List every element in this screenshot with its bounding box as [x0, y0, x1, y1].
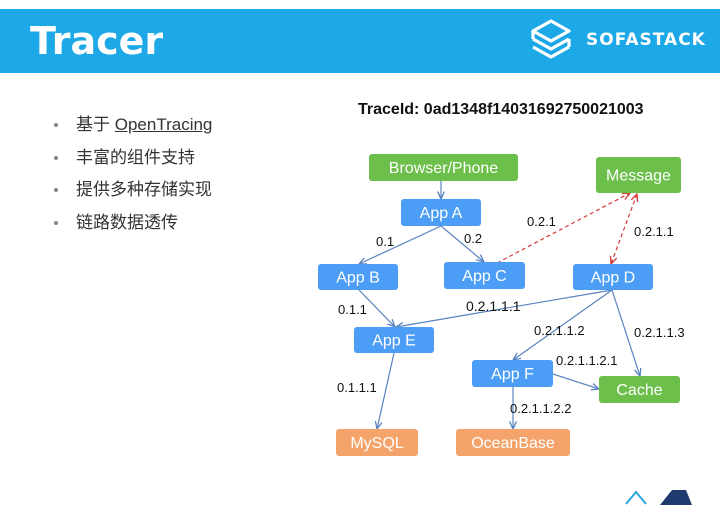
node-label-appF: App F	[491, 366, 534, 383]
edge-label-appD-cache: 0.2.1.1.3	[634, 325, 685, 340]
feature-text: 基于	[76, 115, 115, 134]
opentracing-link[interactable]: OpenTracing	[114, 115, 213, 134]
node-label-appA: App A	[420, 205, 463, 222]
node-label-oceanbase: OceanBase	[471, 435, 555, 452]
edge-appD-cache	[611, 289, 640, 376]
node-box-appF	[472, 360, 553, 387]
top-strip	[0, 0, 720, 9]
node-appA: App A	[401, 199, 481, 226]
node-box-cache	[599, 376, 680, 403]
edge-label-appA-appC: 0.2	[464, 231, 482, 246]
node-appB: App B	[318, 264, 398, 290]
feature-list: 基于 OpenTracing 丰富的组件支持 提供多种存储实现 链路数据透传	[52, 112, 212, 242]
node-label-cache: Cache	[616, 382, 662, 399]
node-cache: Cache	[599, 376, 680, 403]
edge-label-message-appD: 0.2.1.1	[634, 224, 674, 239]
node-box-message	[596, 157, 681, 193]
page-title: Tracer	[30, 19, 164, 63]
edge-label-appD-appE: 0.2.1.1.1	[466, 298, 521, 314]
node-box-appA	[401, 199, 481, 226]
node-label-message: Message	[606, 168, 671, 185]
node-label-appC: App C	[462, 268, 506, 285]
sofastack-logo: SOFASTACK	[526, 17, 716, 67]
node-mysql: MySQL	[336, 429, 418, 456]
logo-text: SOFASTACK	[586, 30, 706, 50]
node-box-appC	[444, 262, 525, 289]
node-label-browser: Browser/Phone	[389, 160, 498, 177]
node-message: Message	[596, 157, 681, 193]
edge-label-appC-message: 0.2.1	[527, 214, 556, 229]
edge-appC-message	[496, 193, 630, 264]
node-oceanbase: OceanBase	[456, 429, 570, 456]
node-box-appB	[318, 264, 398, 290]
edge-appB-appE	[358, 289, 395, 327]
feature-text: 丰富的组件支持	[76, 147, 195, 167]
edge-label-appA-appB: 0.1	[376, 234, 394, 249]
sofastack-logo-icon	[531, 19, 571, 59]
node-box-browser	[369, 154, 518, 181]
trace-id: TraceId: 0ad1348f14031692750021003	[358, 101, 644, 118]
bullet-dot-icon	[54, 220, 58, 225]
node-box-appE	[354, 327, 434, 353]
node-box-mysql	[336, 429, 418, 456]
node-label-appB: App B	[336, 270, 380, 287]
node-box-oceanbase	[456, 429, 570, 456]
node-appC: App C	[444, 262, 525, 289]
edge-label-appF-oceanbase: 0.2.1.1.2.2	[510, 401, 571, 416]
node-label-mysql: MySQL	[350, 435, 403, 452]
edge-label-appB-appE: 0.1.1	[338, 302, 367, 317]
feature-text: 链路数据透传	[76, 212, 178, 232]
node-appE: App E	[354, 327, 434, 353]
node-label-appE: App E	[372, 333, 416, 350]
feature-item: 丰富的组件支持	[52, 145, 212, 178]
footer-badge-icon	[625, 490, 692, 505]
edge-appF-cache	[552, 373, 599, 389]
node-label-appD: App D	[591, 270, 635, 287]
bullet-dot-icon	[54, 123, 58, 127]
feature-item: 基于 OpenTracing	[52, 112, 212, 145]
node-browser: Browser/Phone	[369, 154, 518, 181]
edge-appD-appE	[396, 289, 613, 327]
node-appD: App D	[573, 264, 653, 290]
feature-text: 提供多种存储实现	[76, 180, 212, 199]
edge-label-appE-mysql: 0.1.1.1	[337, 380, 377, 395]
edge-label-appD-appF: 0.2.1.1.2	[534, 323, 585, 338]
edge-message-appD	[611, 194, 637, 264]
bullet-dot-icon	[54, 155, 58, 160]
bullet-dot-icon	[54, 188, 58, 192]
node-box-appD	[573, 264, 653, 290]
feature-item: 链路数据透传	[52, 210, 212, 243]
edge-label-appF-cache: 0.2.1.1.2.1	[556, 353, 617, 368]
feature-item: 提供多种存储实现	[52, 177, 212, 210]
edge-appA-appC	[440, 225, 484, 262]
edge-appD-appF	[513, 289, 613, 360]
edge-appA-appB	[359, 225, 442, 264]
header-bar: Tracer SOFASTACK	[0, 9, 720, 73]
node-appF: App F	[472, 360, 553, 387]
edge-appE-mysql	[377, 352, 395, 429]
